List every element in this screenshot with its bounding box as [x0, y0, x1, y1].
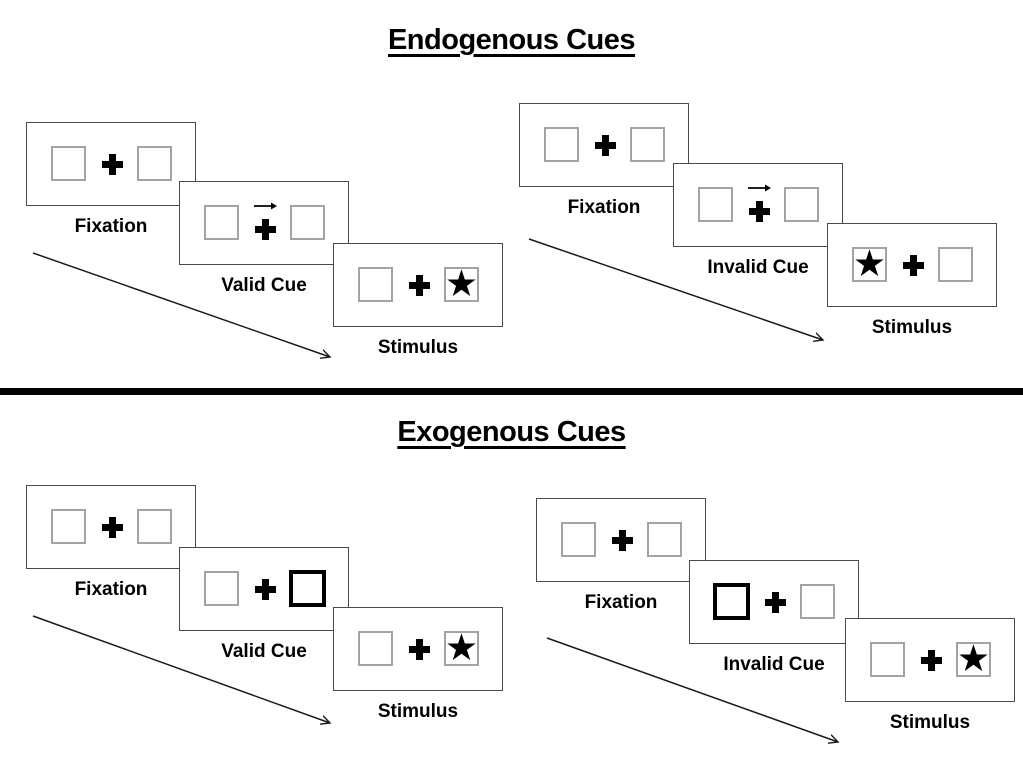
panel-invalid-cue — [673, 163, 843, 247]
cue-highlight-box-left — [713, 583, 750, 620]
fixation-cross-icon — [255, 579, 276, 600]
panel-invalid-cue — [689, 560, 859, 644]
panel-fixation — [26, 485, 196, 569]
fixation-cross-icon — [903, 255, 924, 276]
placeholder-box-right: ★ — [444, 262, 479, 305]
sequence-order-arrow-endogenous-invalid — [528, 238, 823, 340]
placeholder-box-right — [647, 522, 682, 557]
placeholder-box-right — [290, 205, 325, 240]
placeholder-box-right — [784, 187, 819, 222]
panel-stimulus: ★ — [333, 607, 503, 691]
section-title-endogenous: Endogenous Cues — [387, 24, 636, 56]
panel-label-stimulus: Stimulus — [377, 337, 459, 358]
fixation-cross-icon — [749, 201, 770, 222]
placeholder-box-left — [51, 509, 86, 544]
fixation-cross-icon — [595, 135, 616, 156]
placeholder-box-right: ★ — [956, 637, 991, 680]
panel-valid-cue — [179, 547, 349, 631]
fixation-cross-icon — [255, 219, 276, 240]
panel-label-valid-cue: Valid Cue — [221, 641, 307, 662]
placeholder-box-left — [204, 205, 239, 240]
cue-highlight-box-right — [289, 570, 326, 607]
placeholder-box-left — [561, 522, 596, 557]
target-star-icon: ★ — [852, 242, 887, 285]
fixation-cross-icon — [921, 650, 942, 671]
placeholder-box-right — [137, 146, 172, 181]
target-star-icon: ★ — [444, 626, 479, 669]
panel-label-invalid-cue: Invalid Cue — [707, 257, 809, 278]
panel-label-stimulus: Stimulus — [377, 701, 459, 722]
placeholder-box-left — [51, 146, 86, 181]
panel-fixation — [536, 498, 706, 582]
placeholder-box-right — [938, 247, 973, 282]
target-star-icon: ★ — [956, 637, 991, 680]
panel-label-fixation: Fixation — [74, 579, 148, 600]
panel-label-stimulus: Stimulus — [889, 712, 971, 733]
sequence-order-arrow-endogenous-valid — [32, 252, 330, 357]
fixation-cross-icon — [102, 517, 123, 538]
panel-label-valid-cue: Valid Cue — [221, 275, 307, 296]
placeholder-box-left — [544, 127, 579, 162]
placeholder-box-left — [358, 631, 393, 666]
placeholder-box-left — [698, 187, 733, 222]
fixation-cross-icon — [612, 530, 633, 551]
placeholder-box-right: ★ — [444, 626, 479, 669]
placeholder-box-left — [204, 571, 239, 606]
fixation-cross-icon — [409, 275, 430, 296]
placeholder-box-left: ★ — [852, 242, 887, 285]
fixation-cross-icon — [409, 639, 430, 660]
panel-label-fixation: Fixation — [584, 592, 658, 613]
fixation-cross-icon — [102, 154, 123, 175]
placeholder-box-right — [800, 584, 835, 619]
placeholder-box-left — [870, 642, 905, 677]
panel-stimulus: ★ — [333, 243, 503, 327]
right-arrow-icon — [747, 180, 773, 192]
section-title-exogenous: Exogenous Cues — [397, 416, 626, 448]
target-star-icon: ★ — [444, 262, 479, 305]
panel-valid-cue — [179, 181, 349, 265]
panel-stimulus: ★ — [845, 618, 1015, 702]
panel-fixation — [519, 103, 689, 187]
placeholder-box-left — [358, 267, 393, 302]
placeholder-box-right — [630, 127, 665, 162]
panel-label-stimulus: Stimulus — [871, 317, 953, 338]
panel-stimulus: ★ — [827, 223, 997, 307]
panel-label-fixation: Fixation — [74, 216, 148, 237]
sequence-order-arrow-exogenous-valid — [32, 615, 330, 723]
panel-label-fixation: Fixation — [567, 197, 641, 218]
panel-label-invalid-cue: Invalid Cue — [723, 654, 825, 675]
right-arrow-icon — [253, 198, 279, 210]
panel-fixation — [26, 122, 196, 206]
section-divider — [0, 388, 1023, 395]
fixation-cross-icon — [765, 592, 786, 613]
placeholder-box-right — [137, 509, 172, 544]
